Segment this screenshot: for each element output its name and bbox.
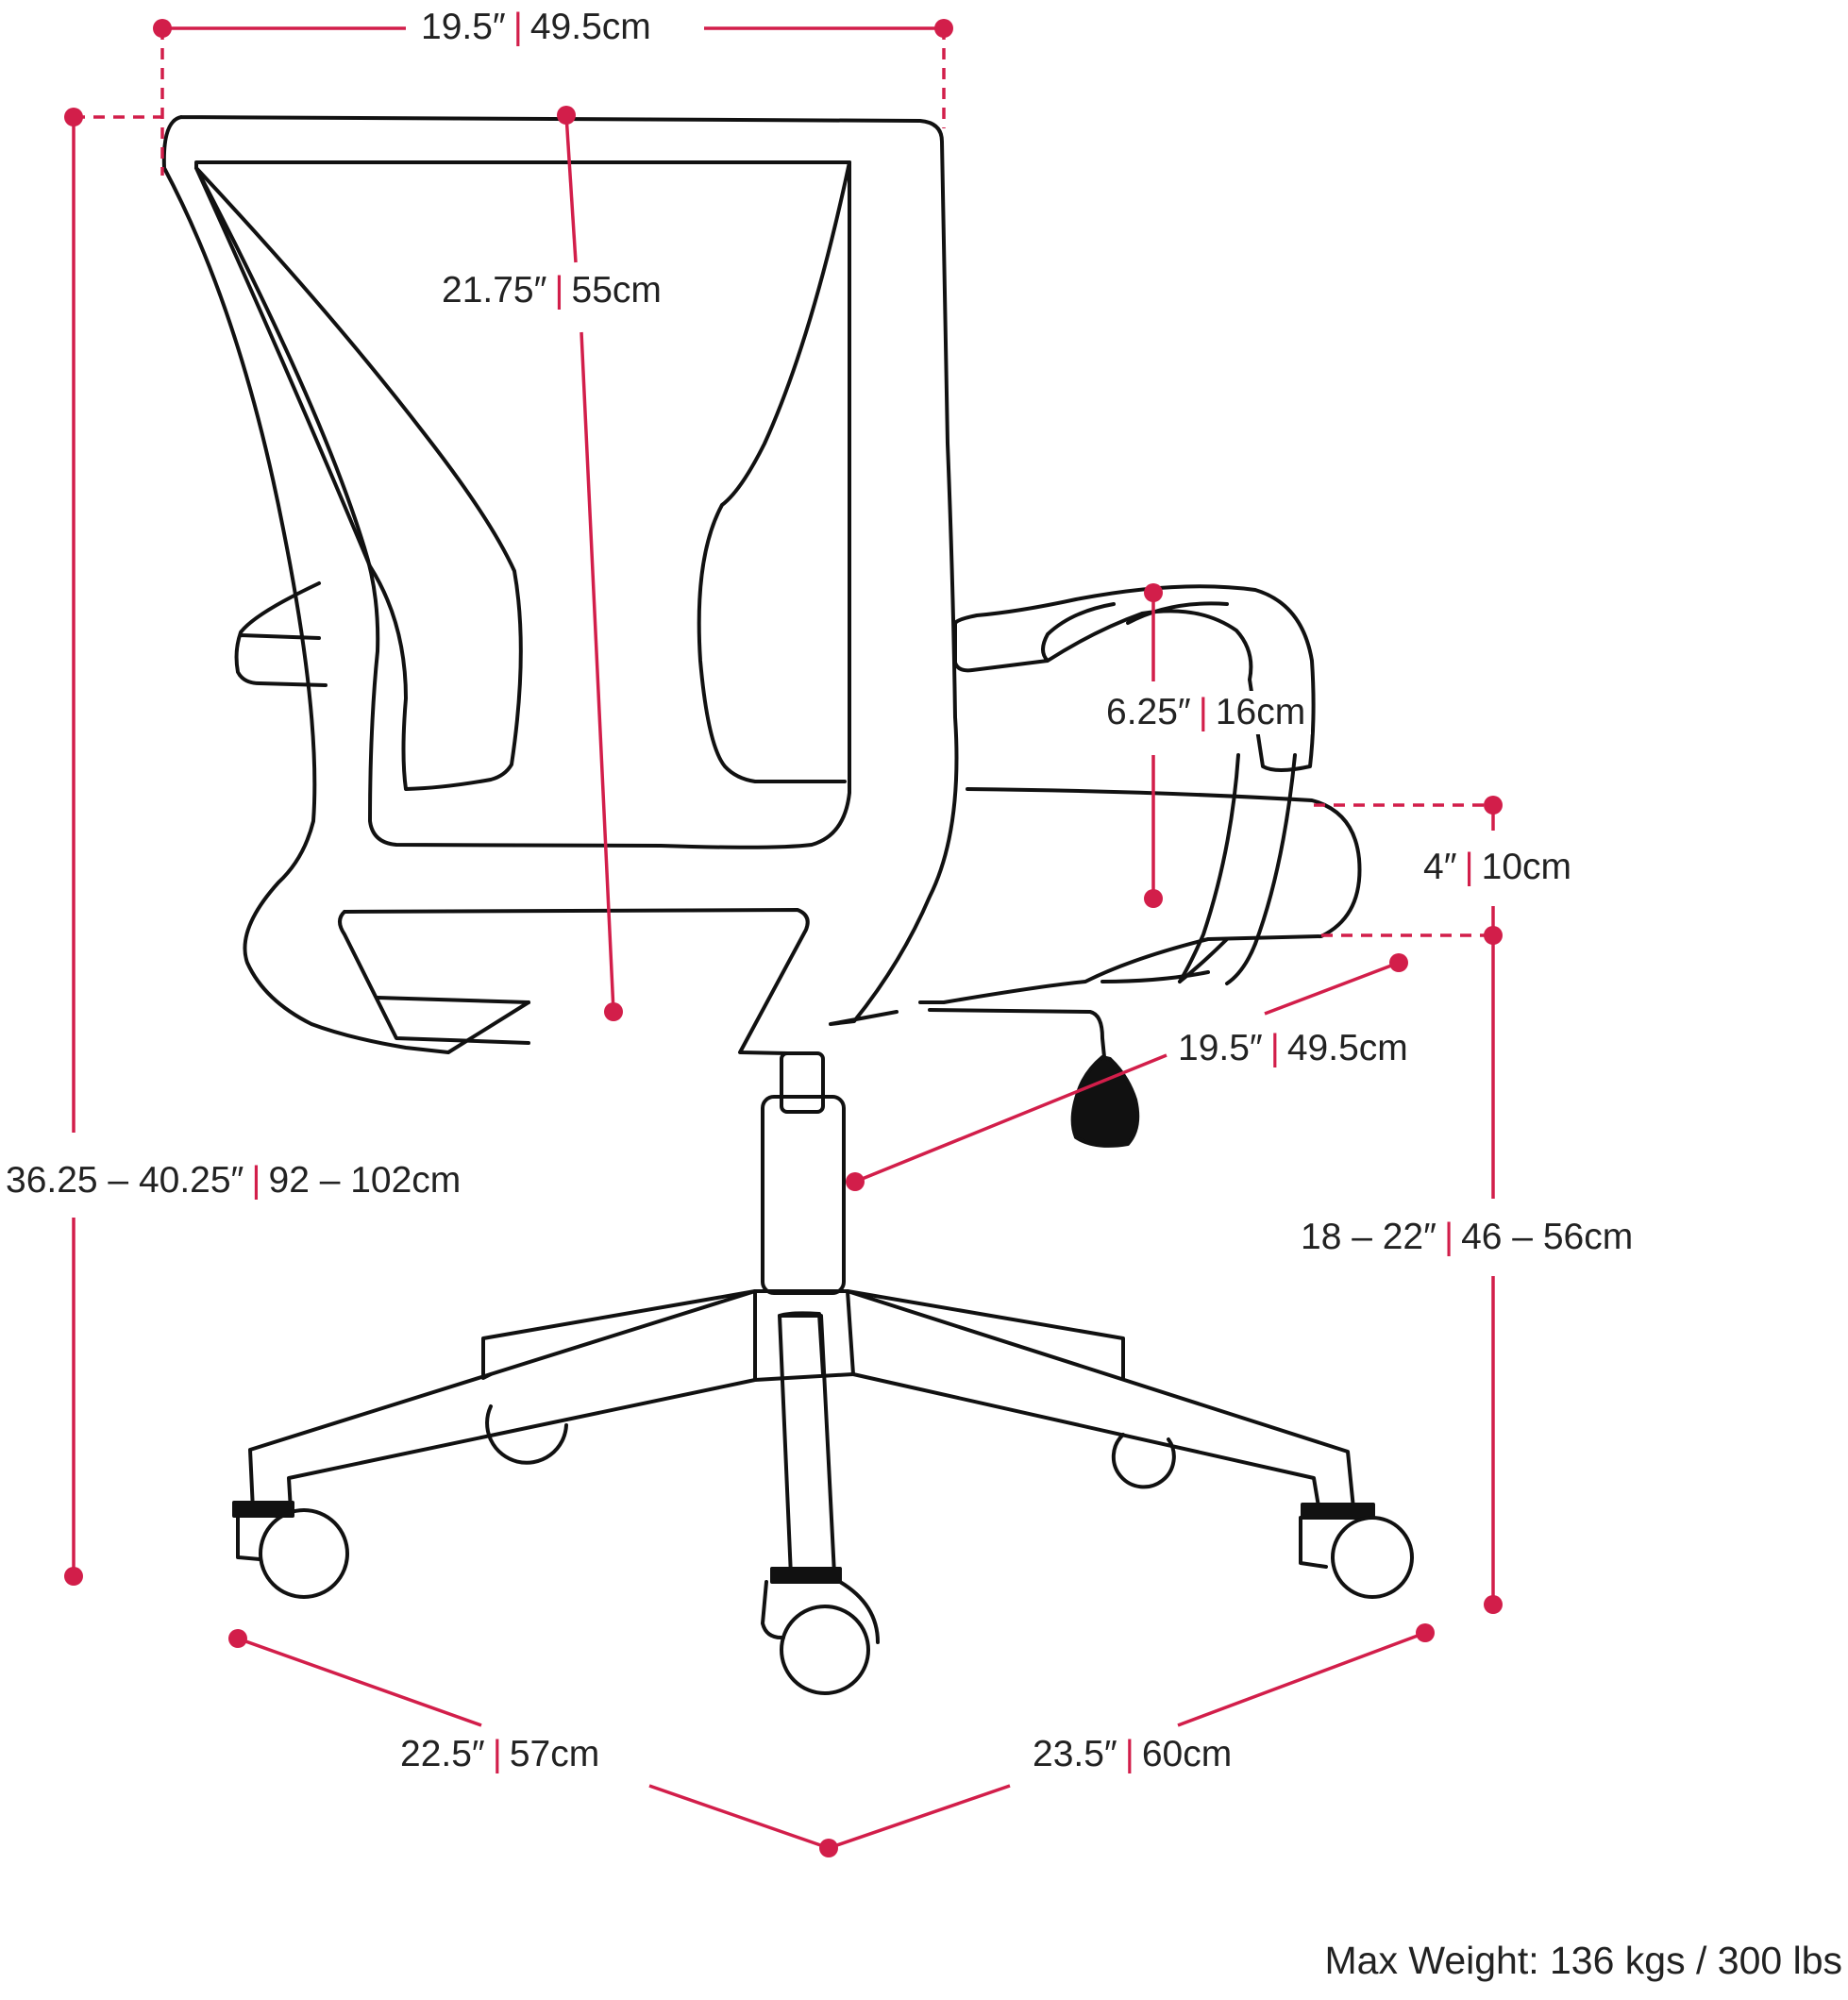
dimdot-back-height-top [557, 106, 576, 125]
dimdot-overall-height-bottom [64, 1567, 83, 1586]
caster-wheel-left [259, 1508, 349, 1599]
lumbar-contour-right [697, 160, 851, 783]
dimline-base-width-upper [237, 1637, 482, 1727]
tilt-lever-knob [1070, 1055, 1140, 1148]
base-hub [753, 1289, 855, 1382]
label-back-height: 21.75″|55cm [436, 269, 667, 312]
dimline-back-height-lower [580, 331, 615, 1013]
label-base-depth-imperial: 23.5″ [1033, 1734, 1117, 1774]
dimdot-overall-height-top [64, 108, 83, 126]
separator: | [1443, 1217, 1454, 1257]
armrest-right [953, 584, 1316, 772]
label-back-height-imperial: 21.75″ [442, 270, 547, 311]
label-base-depth: 23.5″|60cm [1027, 1733, 1238, 1776]
label-overall-height: 36.25 – 40.25″|92 – 102cm [0, 1159, 467, 1202]
separator: | [512, 7, 523, 47]
label-base-depth-metric: 60cm [1141, 1734, 1233, 1774]
dimension-lines [64, 19, 1503, 1857]
office-chair-outline [161, 115, 1414, 1695]
dimdot-arm-height-top [1144, 583, 1163, 602]
caster-housing-left [236, 1514, 261, 1561]
backrest-frame [161, 115, 959, 1054]
base-leg-front [778, 1314, 836, 1578]
label-arm-height: 6.25″|16cm [1100, 691, 1312, 734]
dimdot-seat-depth-left [846, 1172, 865, 1191]
gas-cylinder-top [780, 1051, 825, 1114]
label-base-width-imperial: 22.5″ [400, 1734, 485, 1774]
caster-wheel-right-back [1111, 1433, 1176, 1489]
dimline-base-depth-upper [1177, 1631, 1426, 1727]
label-seat-depth-metric: 49.5cm [1286, 1028, 1408, 1068]
lumbar-contour-left [194, 166, 523, 791]
dimline-seat-depth-upper [1264, 961, 1400, 1016]
label-seat-height-metric: 46 – 56cm [1461, 1217, 1634, 1257]
separator: | [251, 1160, 261, 1201]
base-leg-right-front [846, 1289, 1355, 1514]
armrest-support [1178, 753, 1297, 985]
label-seat-depth-imperial: 19.5″ [1178, 1028, 1263, 1068]
label-seat-height: 18 – 22″|46 – 56cm [1295, 1216, 1639, 1259]
gas-cylinder [761, 1095, 846, 1295]
separator: | [554, 270, 564, 311]
tilt-lever [928, 1008, 1106, 1059]
dimdot-arm-height-bottom [1144, 889, 1163, 908]
dimdot-base-depth-right [1416, 1623, 1435, 1642]
base-leg-left-back [481, 1289, 757, 1380]
separator: | [1198, 692, 1208, 732]
label-overall-height-metric: 92 – 102cm [268, 1160, 462, 1201]
base-leg-right-back [846, 1289, 1125, 1380]
dimline-base-depth-lower [828, 1784, 1011, 1850]
label-seat-height-imperial: 18 – 22″ [1301, 1217, 1436, 1257]
dimdot-seat-depth-right [1389, 953, 1408, 972]
dimdot-back-height-bottom [604, 1002, 623, 1021]
dimline-back-height-upper [564, 114, 578, 263]
dimdot-seat-height-bottom [1484, 1595, 1503, 1614]
label-top-width-imperial: 19.5″ [421, 7, 506, 47]
label-seat-thickness: 4″|10cm [1418, 846, 1578, 889]
seat-underside [1100, 937, 1229, 983]
dimdot-top-width-right [934, 19, 953, 38]
label-seat-depth: 19.5″|49.5cm [1172, 1027, 1414, 1070]
dimline-base-width-lower [648, 1784, 830, 1850]
label-overall-height-imperial: 36.25 – 40.25″ [6, 1160, 244, 1201]
separator: | [1269, 1028, 1280, 1068]
dimdot-base-width-left [228, 1629, 247, 1648]
label-arm-height-metric: 16cm [1215, 692, 1306, 732]
seat-cushion [918, 787, 1362, 1004]
caster-wheel-right [1331, 1516, 1414, 1599]
seat-plate [338, 908, 810, 1055]
dimline-seat-depth-lower [854, 1053, 1168, 1184]
label-top-width: 19.5″|49.5cm [415, 6, 657, 49]
base-leg-left-front [248, 1289, 757, 1512]
label-arm-height-imperial: 6.25″ [1106, 692, 1191, 732]
separator: | [1464, 847, 1474, 887]
label-back-height-metric: 55cm [571, 270, 662, 311]
caster-wheel-front [780, 1605, 870, 1695]
separator: | [492, 1734, 502, 1774]
label-top-width-metric: 49.5cm [529, 7, 651, 47]
separator: | [1124, 1734, 1134, 1774]
caster-housing-right [1299, 1516, 1328, 1569]
dimdot-top-width-left [153, 19, 172, 38]
max-weight-note: Max Weight: 136 kgs / 300 lbs [1324, 1939, 1842, 1982]
caster-stem-left [232, 1501, 294, 1518]
armrest-left [234, 581, 328, 687]
caster-stem-front [770, 1567, 842, 1584]
caster-wheel-left-back [485, 1404, 568, 1465]
label-base-width: 22.5″|57cm [395, 1733, 606, 1776]
dimdot-seat-thickness-top [1484, 796, 1503, 815]
backrest-inner-window [194, 160, 851, 849]
caster-housing-front [761, 1580, 880, 1644]
label-seat-thickness-imperial: 4″ [1423, 847, 1457, 887]
label-seat-thickness-metric: 10cm [1481, 847, 1572, 887]
label-base-width-metric: 57cm [509, 1734, 600, 1774]
caster-stem-right [1301, 1503, 1375, 1520]
dimdot-seat-height-top [1484, 926, 1503, 945]
